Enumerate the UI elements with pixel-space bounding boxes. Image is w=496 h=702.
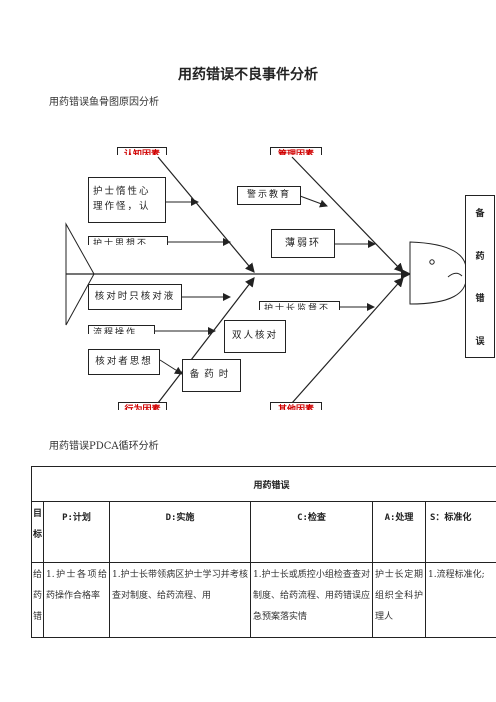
cell-target: 给药错 <box>31 562 44 638</box>
header-act: A:处理 <box>372 501 426 563</box>
cause-prep-time: 备药时 <box>182 359 241 392</box>
header-standard: S：标准化 <box>424 501 496 563</box>
category-management: 管理因素 <box>270 147 322 155</box>
header-do: D:实施 <box>109 501 251 563</box>
header-target: 目标 <box>31 501 44 563</box>
pdca-subtitle: 用药错误PDCA循环分析 <box>49 441 159 452</box>
head-char-3: 错 <box>475 294 485 305</box>
cause-checker-mindset: 核对者思想 <box>88 349 160 375</box>
head-char-2: 药 <box>475 251 485 262</box>
page-title: 用药错误不良事件分析 <box>178 67 318 83</box>
cell-standard: 1.流程标准化; <box>424 562 496 638</box>
cell-act: 护士长定期组织全科护理人 <box>372 562 426 638</box>
cell-plan: 1.护士各项给药操作合格率 <box>43 562 110 638</box>
cell-check: 1.护士长或质控小组检查查对制度、给药流程、用药错误应急预案落实情 <box>250 562 373 638</box>
head-char-1: 备 <box>475 209 485 219</box>
cause-check-timing: 核对时只核对液 <box>88 284 182 310</box>
category-behavior: 行为因素 <box>118 402 167 410</box>
pdca-table: 用药错误 目标 P:计划 D:实施 C:检查 A:处理 S：标准化 给药错 1.… <box>30 466 496 638</box>
rib-knowledge <box>157 156 255 273</box>
pdca-table-title: 用药错误 <box>30 466 496 502</box>
cell-do: 1.护士长带领病区护士学习并考核查对制度、给药流程、用 <box>109 562 251 638</box>
category-other: 其他因素 <box>270 402 322 410</box>
fish-eye <box>429 259 435 265</box>
cause-warning-education: 警示教育 <box>237 186 301 205</box>
header-check: C:检查 <box>250 501 373 563</box>
cause-nurse-carelessness: 护士惰性心理作怪，认 <box>88 177 166 223</box>
header-plan: P:计划 <box>43 501 110 563</box>
cause-weak-link: 薄弱环 <box>271 229 335 258</box>
fish-mouth <box>447 272 463 278</box>
cause-double-check: 双人核对 <box>224 320 286 353</box>
cause-process: 流程操作 <box>88 325 155 334</box>
rib-management <box>291 156 404 273</box>
cause-head-nurse: 护士长监督不 <box>259 301 340 310</box>
fishbone-subtitle: 用药错误鱼骨图原因分析 <box>49 97 159 108</box>
head-char-4: 误 <box>475 336 485 347</box>
fishbone-head-label: 备 药 错 误 <box>465 195 495 358</box>
category-knowledge: 认知因素 <box>117 147 167 155</box>
cause-nurse-mindset: 护士思想不 <box>88 236 168 245</box>
rib-behavior <box>157 277 255 404</box>
rib-other <box>291 277 404 404</box>
